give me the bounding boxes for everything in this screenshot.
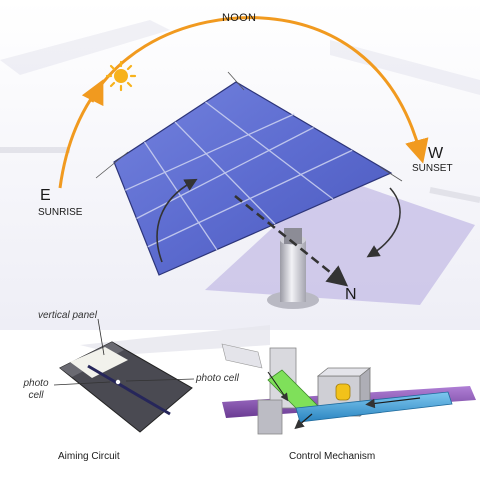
vertical-panel (70, 347, 128, 378)
tracker-pole (267, 228, 319, 309)
north-label: N (345, 286, 357, 303)
rotation-arrow-left (156, 178, 198, 263)
photo-cell-dot (115, 379, 121, 385)
photo-cell-label-right: photo cell (196, 373, 239, 384)
sunrise-label: SUNRISE (38, 207, 83, 218)
aiming-circuit-caption: Aiming Circuit (58, 451, 120, 462)
solar-panel (95, 71, 403, 276)
sunset-label: SUNSET (412, 163, 453, 174)
north-axis-arrow (234, 194, 349, 287)
control-mechanism-caption: Control Mechanism (289, 451, 376, 462)
photo-cell-label-left: photo cell (23, 378, 49, 401)
noon-label: NOON (222, 12, 257, 24)
sun-icon (105, 60, 137, 92)
rotation-arrow-right (366, 187, 401, 258)
motor-gear-icon (335, 383, 351, 401)
west-label: W (428, 145, 444, 162)
vertical-panel-label: vertical panel (38, 310, 97, 321)
east-label: E (40, 187, 51, 204)
background-structures (0, 20, 480, 203)
aiming-circuit-illustration (53, 318, 195, 433)
panel-shadow (205, 175, 475, 305)
control-mechanism-illustration (221, 343, 476, 435)
